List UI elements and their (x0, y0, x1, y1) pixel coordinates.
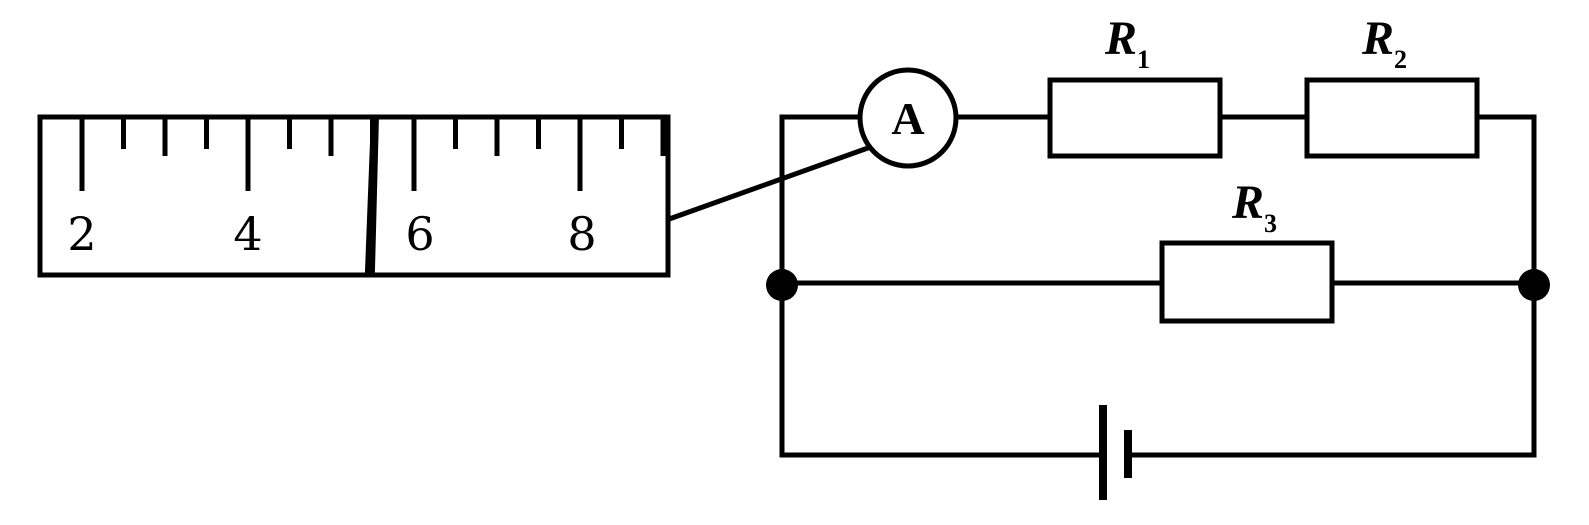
scale-pointer (364, 119, 379, 273)
bottom-right-wire (1125, 280, 1537, 458)
resistor-r1 (1047, 77, 1223, 159)
ammeter (857, 67, 959, 169)
scale-label-8: 8 (567, 207, 596, 261)
scale-label-4: 4 (233, 207, 262, 261)
resistor-r2 (1304, 77, 1480, 159)
bottom-left-wire (779, 280, 1106, 458)
ammeter-scale: 2 4 6 8 (37, 114, 671, 278)
scale-label-2: 2 (67, 207, 96, 261)
top-right-wire (1474, 114, 1537, 286)
label-r1: R1 (1104, 12, 1150, 74)
label-r2: R2 (1361, 12, 1407, 74)
top-left-wire (779, 114, 863, 286)
scale-ticks (79, 119, 666, 191)
resistor-r3 (1159, 240, 1335, 324)
ammeter-symbol: A (891, 93, 924, 144)
scale-label-6: 6 (405, 207, 434, 261)
label-r3: R3 (1231, 176, 1277, 238)
leader-line (668, 144, 872, 222)
scale-frame (37, 114, 671, 278)
